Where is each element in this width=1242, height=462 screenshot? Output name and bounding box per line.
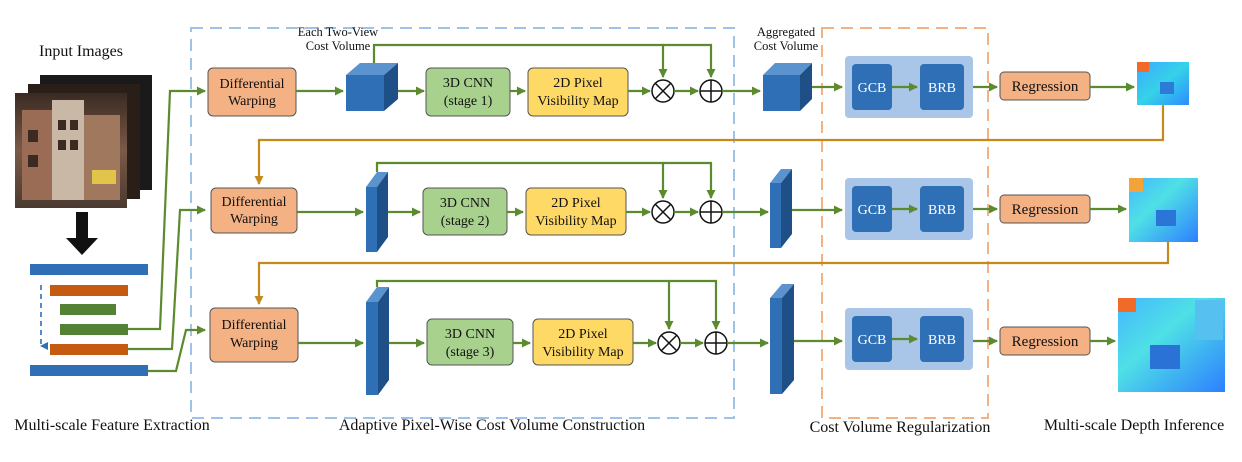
add-icon	[699, 79, 723, 103]
regularization-region-box	[821, 27, 989, 419]
vis-1-line1: 2D Pixel	[553, 76, 603, 91]
vis-2-line1: 2D Pixel	[551, 196, 601, 211]
brb-3: BRB	[928, 333, 956, 348]
input-images-title: Input Images	[39, 43, 123, 60]
feature-pyramid	[30, 264, 148, 376]
warp-1-line1: Differential	[219, 77, 284, 92]
caption-depth-inference: Multi-scale Depth Inference	[1044, 417, 1224, 434]
gcb-2: GCB	[858, 203, 887, 218]
depth-map-1	[1137, 62, 1189, 105]
two-view-label-line2: Cost Volume	[306, 39, 371, 53]
regression-3: Regression	[1012, 334, 1079, 350]
brb-2: BRB	[928, 203, 956, 218]
multiply-icon	[657, 331, 681, 355]
row-stage-2: Differential Warping 3D CNN (stage 2) 2D…	[210, 161, 1198, 252]
add-icon	[704, 331, 728, 355]
cnn-1-line2: (stage 1)	[444, 94, 493, 109]
warp-2-line1: Differential	[221, 195, 286, 210]
depth-map-2	[1129, 178, 1198, 242]
warp-2-line2: Warping	[230, 212, 278, 227]
cnn-2-line2: (stage 2)	[441, 214, 490, 229]
adaptive-region-box	[190, 27, 735, 419]
cost-volume-slab-2	[366, 172, 388, 252]
caption-adaptive-construction: Adaptive Pixel-Wise Cost Volume Construc…	[339, 417, 645, 434]
regression-1: Regression	[1012, 79, 1079, 95]
aggregated-cost-volume-cube	[763, 63, 812, 111]
aggregated-label-line2: Cost Volume	[754, 39, 819, 53]
cnn-3-line1: 3D CNN	[445, 327, 495, 342]
vis-3-line2: Visibility Map	[542, 345, 623, 360]
row-stage-1: Differential Warping Each Two-View Cost …	[207, 25, 1189, 118]
aggregated-slab-2	[770, 169, 792, 248]
vis-2-line2: Visibility Map	[535, 214, 616, 229]
cnn-2-line1: 3D CNN	[440, 196, 490, 211]
add-icon	[699, 200, 723, 224]
aggregated-label-line1: Aggregated	[757, 25, 816, 39]
vis-3-line1: 2D Pixel	[558, 327, 608, 342]
vis-1-line2: Visibility Map	[537, 94, 618, 109]
cost-volume-slab-3	[366, 287, 389, 395]
gcb-3: GCB	[858, 333, 887, 348]
caption-feature-extraction: Multi-scale Feature Extraction	[14, 417, 209, 434]
depth-map-3	[1118, 298, 1225, 392]
row-stage-3: Differential Warping 3D CNN (stage 3) 2D…	[209, 279, 1225, 395]
two-view-cost-volume-cube	[346, 63, 398, 111]
brb-1: BRB	[928, 81, 956, 96]
input-images	[15, 75, 152, 208]
cnn-3-line2: (stage 3)	[446, 345, 495, 360]
warp-1-line2: Warping	[228, 94, 276, 109]
aggregated-slab-3	[770, 284, 794, 394]
warp-3-line2: Warping	[230, 336, 278, 351]
regression-2: Regression	[1012, 202, 1079, 218]
two-view-label-line1: Each Two-View	[298, 25, 378, 39]
down-arrow-icon	[66, 212, 98, 255]
multiply-icon	[651, 200, 675, 224]
multiply-icon	[651, 79, 675, 103]
cnn-1-line1: 3D CNN	[443, 76, 493, 91]
caption-regularization: Cost Volume Regularization	[810, 419, 991, 436]
warp-3-line1: Differential	[221, 318, 286, 333]
gcb-1: GCB	[858, 81, 887, 96]
